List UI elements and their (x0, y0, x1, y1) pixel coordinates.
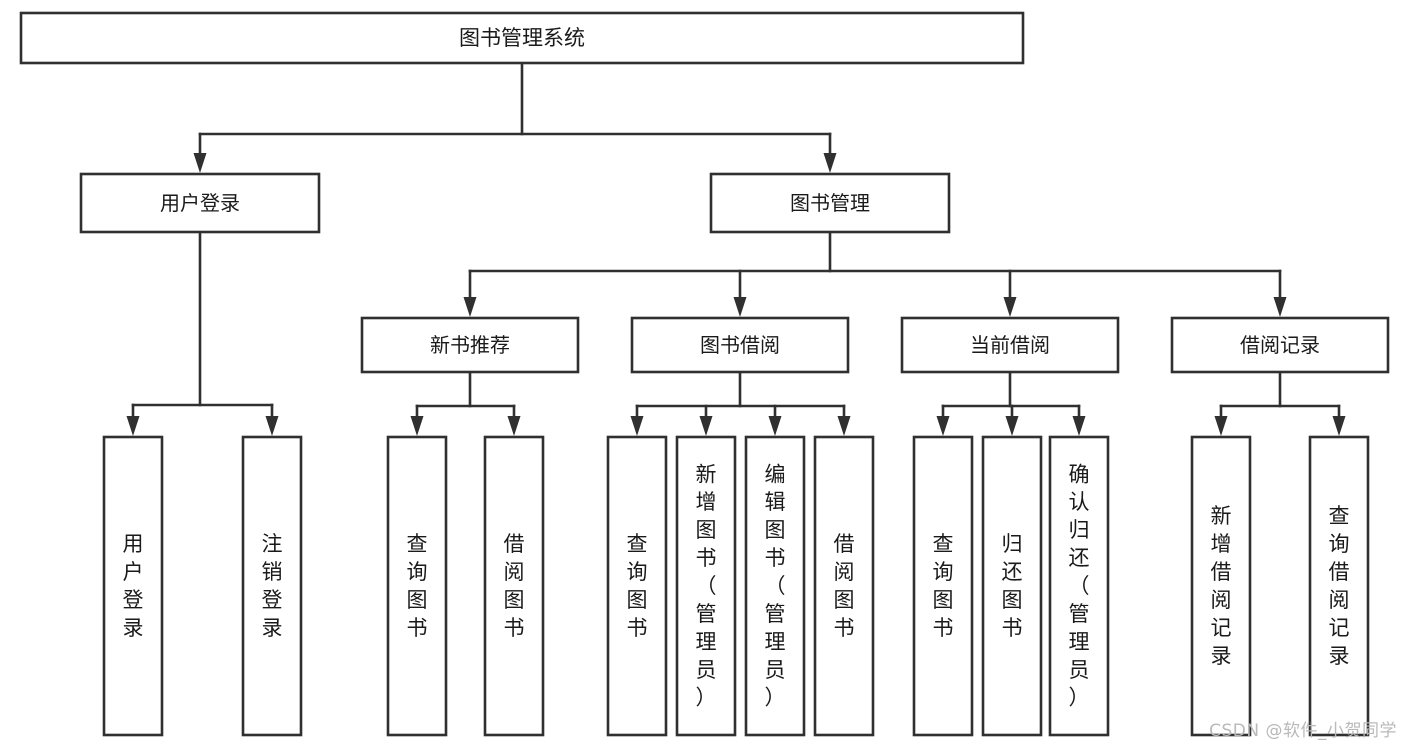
node-box (709, 172, 951, 234)
node-leaf-borrow-book-2[interactable]: 借阅图书 (813, 435, 875, 737)
node-label: 图书借阅 (700, 333, 780, 357)
node-label: 查询图书 (627, 532, 648, 640)
connector-current-borrow-to-leaves (936, 370, 1086, 436)
node-label: 新增图书（管理员） (696, 462, 717, 709)
node-box (1190, 435, 1252, 737)
connectors-layer (126, 61, 1346, 436)
arrow-head-icon (768, 416, 782, 436)
node-leaf-add-book[interactable]: 新增图书（管理员） (675, 435, 737, 737)
arrow-head-icon (1072, 416, 1086, 436)
node-box (102, 435, 164, 737)
arrow-head-icon (1214, 416, 1228, 436)
node-box (386, 435, 448, 737)
arrow-head-icon (823, 153, 837, 173)
arrow-head-icon (699, 416, 713, 436)
node-label: 归还图书 (1002, 532, 1023, 640)
arrow-head-icon (193, 153, 207, 173)
node-box (981, 435, 1043, 737)
arrow-head-icon (265, 416, 279, 436)
node-book-borrow[interactable]: 图书借阅 (630, 316, 850, 374)
node-label: 查询图书 (933, 532, 954, 640)
arrow-head-icon (630, 416, 644, 436)
node-label: 查询图书 (407, 532, 428, 640)
node-leaf-borrow-book-1[interactable]: 借阅图书 (483, 435, 545, 737)
node-label: 编辑图书（管理员） (765, 462, 786, 709)
node-box (900, 316, 1120, 374)
node-box (744, 435, 806, 737)
connector-user-login-to-leaves (126, 230, 279, 436)
node-leaf-query-book-1[interactable]: 查询图书 (386, 435, 448, 737)
node-label: 借阅图书 (834, 532, 855, 640)
watermark-text: CSDN @软件_小贺同学 (1209, 721, 1397, 741)
arrow-head-icon (507, 416, 521, 436)
arrow-head-icon (1003, 297, 1017, 317)
node-box (483, 435, 545, 737)
arrow-head-icon (733, 297, 747, 317)
connector-book-manage-to-level3 (463, 230, 1287, 317)
arrow-head-icon (126, 416, 140, 436)
node-box (630, 316, 850, 374)
arrow-head-icon (936, 416, 950, 436)
node-borrow-record[interactable]: 借阅记录 (1170, 316, 1390, 374)
node-label: 图书管理 (790, 191, 870, 215)
node-box (813, 435, 875, 737)
node-box (1308, 435, 1370, 737)
node-label: 新书推荐 (430, 333, 510, 357)
node-box (1170, 316, 1390, 374)
node-label: 借阅图书 (504, 532, 525, 640)
node-leaf-query-book-2[interactable]: 查询图书 (606, 435, 668, 737)
node-label: 确认归还（管理员） (1069, 462, 1090, 709)
node-box (19, 11, 1025, 65)
node-label: 图书管理系统 (459, 26, 585, 50)
node-leaf-edit-book[interactable]: 编辑图书（管理员） (744, 435, 806, 737)
node-box (675, 435, 737, 737)
node-root[interactable]: 图书管理系统 (19, 11, 1025, 65)
nodes-layer: 图书管理系统用户登录图书管理新书推荐图书借阅当前借阅借阅记录用户登录注销登录查询… (19, 11, 1390, 737)
node-label: 当前借阅 (970, 333, 1050, 357)
node-box (1048, 435, 1110, 737)
node-leaf-logout-login[interactable]: 注销登录 (241, 435, 303, 737)
connector-book-borrow-to-leaves (630, 370, 851, 436)
arrow-head-icon (1005, 416, 1019, 436)
node-user-login[interactable]: 用户登录 (79, 172, 321, 234)
connector-new-book-recommend-to-leaves (410, 370, 521, 436)
node-leaf-query-borrow-record[interactable]: 查询借阅记录 (1308, 435, 1370, 737)
node-leaf-query-book-3[interactable]: 查询图书 (912, 435, 974, 737)
arrow-head-icon (1332, 416, 1346, 436)
node-label: 注销登录 (262, 532, 283, 640)
node-box (79, 172, 321, 234)
arrow-head-icon (463, 297, 477, 317)
node-leaf-user-login[interactable]: 用户登录 (102, 435, 164, 737)
node-label: 查询借阅记录 (1329, 504, 1350, 668)
connector-root-to-level2 (193, 61, 837, 173)
node-new-book-recommend[interactable]: 新书推荐 (360, 316, 580, 374)
connector-borrow-record-to-leaves (1214, 370, 1346, 436)
arrow-head-icon (1273, 297, 1287, 317)
node-label: 借阅记录 (1240, 333, 1320, 357)
node-current-borrow[interactable]: 当前借阅 (900, 316, 1120, 374)
node-box (912, 435, 974, 737)
node-book-manage[interactable]: 图书管理 (709, 172, 951, 234)
node-leaf-confirm-return[interactable]: 确认归还（管理员） (1048, 435, 1110, 737)
node-leaf-return-book[interactable]: 归还图书 (981, 435, 1043, 737)
node-box (241, 435, 303, 737)
node-leaf-add-borrow-record[interactable]: 新增借阅记录 (1190, 435, 1252, 737)
node-label: 用户登录 (160, 191, 240, 215)
node-label: 新增借阅记录 (1211, 504, 1232, 668)
node-box (360, 316, 580, 374)
arrow-head-icon (410, 416, 424, 436)
node-box (606, 435, 668, 737)
arrow-head-icon (837, 416, 851, 436)
node-label: 用户登录 (123, 532, 144, 640)
